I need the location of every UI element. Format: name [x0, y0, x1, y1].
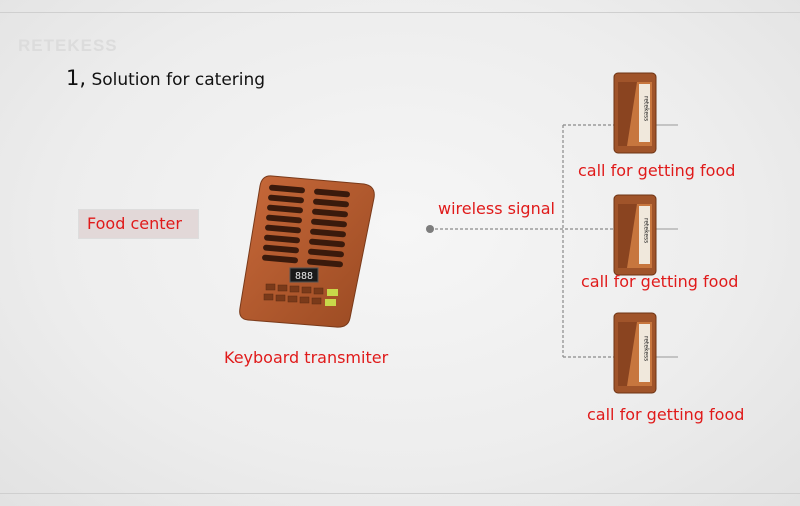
- pager-3-icon: retekess: [613, 312, 657, 394]
- pager-1-label: call for getting food: [578, 161, 736, 180]
- page-title: 1, Solution for catering: [66, 66, 265, 90]
- brand-logo: RETEKESS: [18, 36, 118, 55]
- food-center-label: Food center: [78, 209, 199, 239]
- pager-1-icon: retekess: [613, 72, 657, 154]
- transmitter-label: Keyboard transmiter: [224, 348, 389, 367]
- keyboard-transmitter-icon: 888: [239, 175, 375, 328]
- pager-2-label: call for getting food: [581, 272, 739, 291]
- pager-3-label: call for getting food: [587, 405, 745, 424]
- pager-1-brand: retekess: [643, 96, 650, 121]
- title-text: Solution for catering: [91, 70, 266, 90]
- pager-2-icon: retekess: [613, 194, 657, 276]
- transmitter-display: 888: [295, 271, 313, 282]
- signal-origin-dot: [426, 225, 434, 233]
- top-border: [0, 12, 800, 13]
- wireless-signal-label: wireless signal: [438, 199, 555, 218]
- pager-3-brand: retekess: [643, 336, 650, 361]
- title-number: 1,: [66, 66, 87, 90]
- pager-2-brand: retekess: [643, 218, 650, 243]
- bottom-border: [0, 493, 800, 494]
